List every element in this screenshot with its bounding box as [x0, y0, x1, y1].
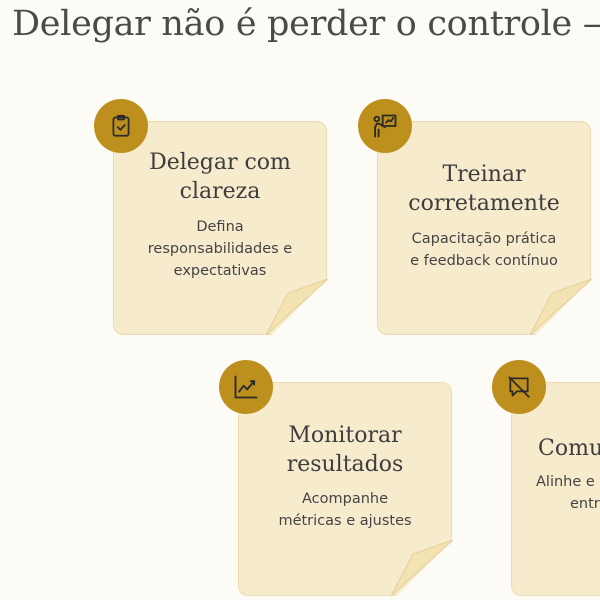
card-title: Treinar corretamente: [408, 162, 560, 216]
card-delegar: Delegar com clareza Defina responsabilid…: [113, 121, 327, 335]
trend-chart-icon: [219, 360, 273, 414]
card-description: Alinhe e entr: [536, 474, 600, 512]
card-title: Delegar com clareza: [149, 150, 291, 204]
clipboard-check-icon: [94, 99, 148, 153]
page-title: Delegar não é perder o controle —: [12, 4, 600, 44]
card-description: Acompanhe métricas e ajustes: [278, 491, 412, 529]
card-comunicar: Comu Alinhe e entr: [511, 382, 600, 596]
card-title: Monitorar resultados: [286, 423, 404, 477]
card-monitorar: Monitorar resultados Acompanhe métricas …: [238, 382, 452, 596]
card-description: Defina responsabilidades e expectativas: [147, 219, 293, 279]
card-title: Comu: [538, 436, 600, 461]
presentation-teacher-icon: [358, 99, 412, 153]
card-description: Capacitação prática e feedback contínuo: [410, 231, 558, 269]
message-off-icon: [492, 360, 546, 414]
card-treinar: Treinar corretamente Capacitação prática…: [377, 121, 591, 335]
